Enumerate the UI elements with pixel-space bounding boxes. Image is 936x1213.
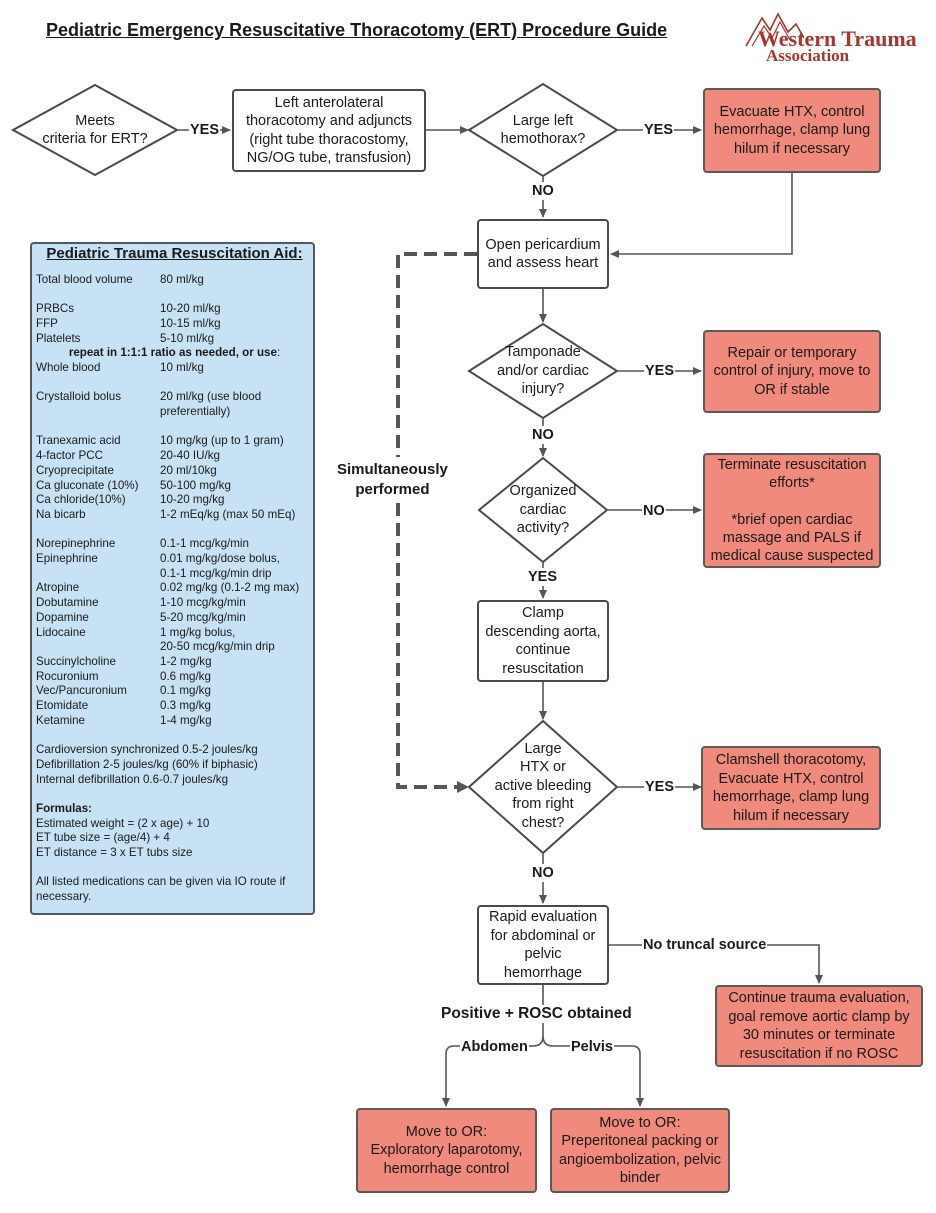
evacuate-htx-box: Evacuate HTX, control hemorrhage, clamp … — [703, 88, 881, 173]
edge-label-yes: YES — [644, 778, 676, 796]
organized-cardiac-activity-decision: Organized cardiac activity? — [509, 483, 577, 537]
edge-label-no: NO — [531, 864, 555, 882]
rapid-evaluation-box: Rapid evaluation for abdominal or pelvic… — [477, 905, 609, 985]
aid-title: Pediatric Trauma Resuscitation Aid: — [46, 245, 303, 262]
electric-dose-line: Internal defibrillation 0.6-0.7 joules/k… — [36, 772, 229, 786]
large-left-hemothorax-decision: Large left hemothorax? — [500, 112, 586, 148]
edge-label-no: NO — [531, 426, 555, 444]
left-thoracotomy-box: Left anterolateral thoracotomy and adjun… — [232, 89, 426, 172]
electric-dose-line: Cardioversion synchronized 0.5-2 joules/… — [36, 743, 258, 757]
clamp-aorta-box: Clamp descending aorta, continue resusci… — [477, 600, 609, 682]
edge-label-yes: YES — [643, 121, 675, 139]
aid-row: Ca chloride(10%)10-20 mg/kg — [36, 493, 225, 507]
mountain-logo-icon — [745, 12, 804, 47]
or-preperitoneal-box: Move to OR: Preperitoneal packing or ang… — [550, 1108, 730, 1193]
formula-line: ET tube size = (age/4) + 4 — [36, 831, 170, 845]
open-pericardium-box: Open pericardium and assess heart — [477, 219, 609, 289]
tamponade-decision: Tamponade and/or cardiac injury? — [497, 344, 589, 398]
clamshell-thoracotomy-box: Clamshell thoracotomy, Evacuate HTX, con… — [701, 746, 881, 830]
logo-line-1: Western Trauma — [758, 26, 917, 51]
logo-line-2: Association — [766, 46, 850, 65]
edge-label-yes: YES — [644, 362, 676, 380]
io-route-footnote: All listed medications can be given via … — [36, 875, 286, 904]
simultaneously-performed-label: Simultaneously performed — [336, 460, 449, 500]
edge-label-no: NO — [642, 502, 666, 520]
pelvis-label: Pelvis — [570, 1038, 614, 1056]
repair-injury-box: Repair or temporary control of injury, m… — [703, 330, 881, 413]
large-htx-right-decision: Large HTX or active bleeding from right … — [494, 740, 592, 831]
edge-label-yes: YES — [189, 121, 221, 139]
page-title: Pediatric Emergency Resuscitative Thorac… — [46, 20, 668, 40]
terminate-resuscitation-box: Terminate resuscitation efforts* *brief … — [703, 453, 881, 568]
formula-line: ET distance = 3 x ET tubs size — [36, 846, 193, 860]
or-laparotomy-box: Move to OR: Exploratory laparotomy, hemo… — [356, 1108, 537, 1193]
western-trauma-association-logo: Western Trauma Association — [744, 12, 918, 68]
resuscitation-aid-panel: Pediatric Trauma Resuscitation Aid: Tota… — [30, 242, 315, 915]
formula-line: Estimated weight = (2 x age) + 10 — [36, 816, 210, 830]
edge-label-yes: YES — [527, 568, 559, 586]
meets-criteria-decision: Meets criteria for ERT? — [42, 112, 148, 148]
edge-label-no: NO — [531, 182, 555, 200]
no-truncal-source-label: No truncal source — [642, 936, 768, 954]
electric-dose-line: Defibrillation 2-5 joules/kg (60% if bip… — [36, 757, 258, 771]
repeat-ratio-note: repeat in 1:1:1 ratio as needed, or use: — [68, 346, 281, 360]
formulas-title: Formulas: — [36, 801, 93, 815]
continue-trauma-evaluation-box: Continue trauma evaluation, goal remove … — [715, 985, 923, 1067]
positive-rosc-label: Positive + ROSC obtained — [440, 1005, 633, 1023]
aid-row: Ca gluconate (10%)50-100 mg/kg — [36, 478, 231, 492]
abdomen-label: Abdomen — [460, 1038, 529, 1056]
